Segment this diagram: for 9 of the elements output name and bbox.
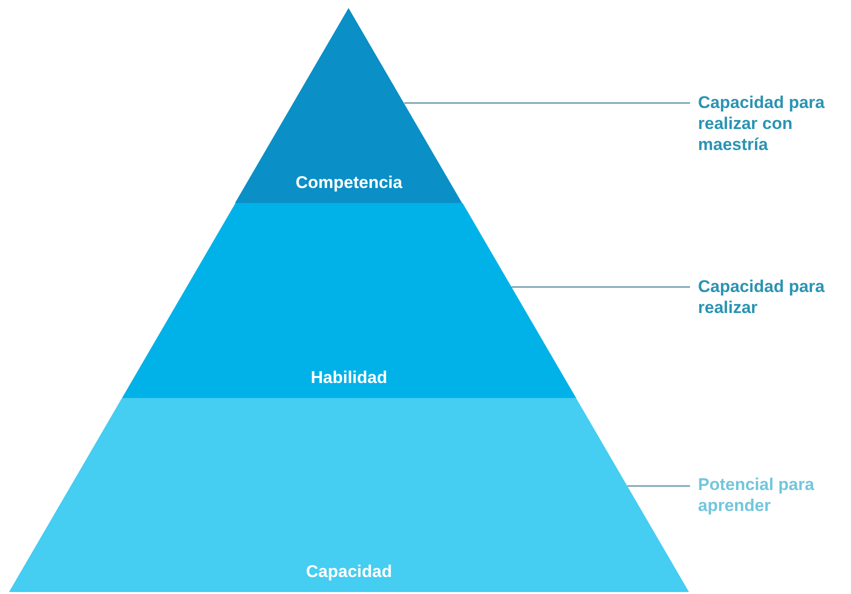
leader-line bbox=[511, 286, 690, 288]
description-text: Capacidad para realizar con maestría bbox=[698, 92, 848, 155]
description-text: Capacidad para realizar bbox=[698, 276, 848, 318]
description-text: Potencial para aprender bbox=[698, 474, 848, 516]
tier-label: Habilidad bbox=[310, 366, 388, 388]
tier-label: Capacidad bbox=[305, 560, 393, 582]
leader-line bbox=[404, 102, 690, 104]
tier-label: Competencia bbox=[294, 172, 404, 194]
leader-line bbox=[627, 485, 690, 487]
